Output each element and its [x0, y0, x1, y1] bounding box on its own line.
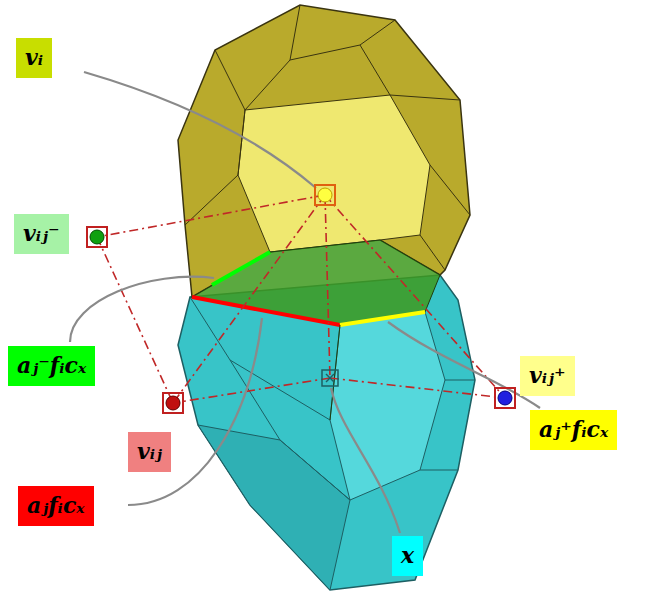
math-label: vᵢ [16, 38, 52, 78]
label-text: vᵢⱼ⁺ [529, 362, 566, 388]
label-text: vᵢ [25, 44, 43, 70]
math-label: vᵢⱼ [128, 432, 171, 472]
label-text: x [401, 542, 414, 568]
math-label: aⱼfᵢcₓ [18, 486, 94, 526]
math-label: aⱼ⁺fᵢcₓ [530, 410, 617, 450]
label-text: aⱼ⁺fᵢcₓ [539, 416, 608, 442]
math-label: vᵢⱼ⁺ [520, 356, 575, 396]
math-label: x [392, 536, 423, 576]
math-label: aⱼ⁻fᵢcₓ [8, 346, 95, 386]
label-text: aⱼfᵢcₓ [27, 492, 85, 518]
label-text: vᵢⱼ [137, 438, 162, 464]
label-text: vᵢⱼ⁻ [23, 220, 60, 246]
math-label: vᵢⱼ⁻ [14, 214, 69, 254]
label-text: aⱼ⁻fᵢcₓ [17, 352, 86, 378]
